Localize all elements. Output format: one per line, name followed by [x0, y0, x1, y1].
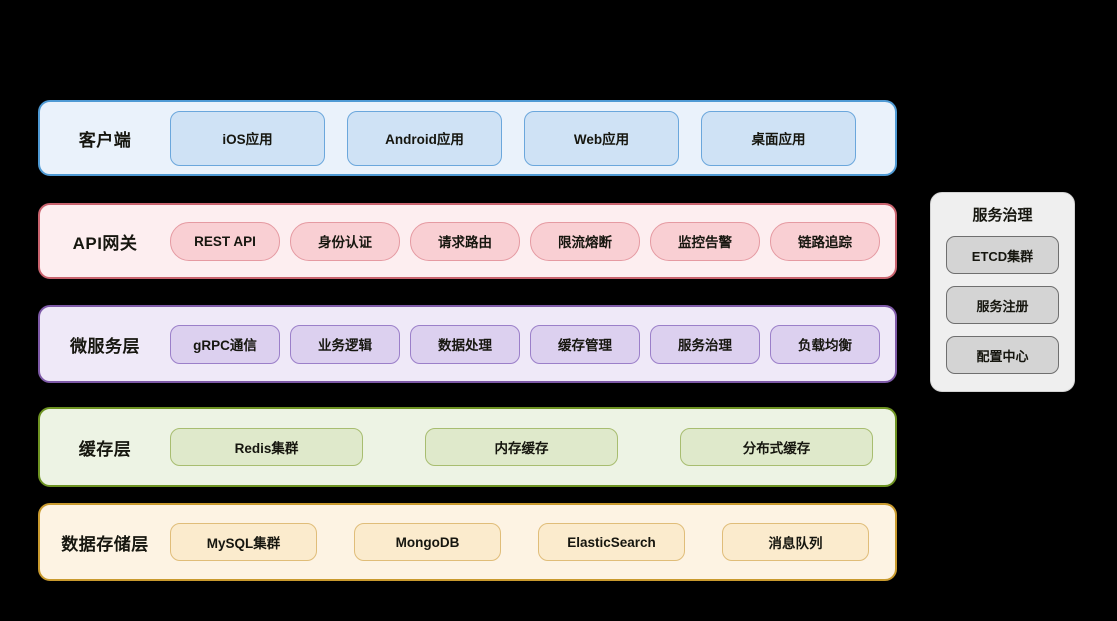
node-config-center[interactable]: 配置中心 [946, 336, 1059, 374]
pill-row-microservice: gRPC通信 业务逻辑 数据处理 缓存管理 服务治理 负载均衡 [170, 324, 895, 364]
layer-api-gateway: API网关 REST API 身份认证 请求路由 限流熔断 监控告警 链路追踪 [38, 203, 897, 279]
pill-row-api-gateway: REST API 身份认证 请求路由 限流熔断 监控告警 链路追踪 [170, 221, 895, 261]
layer-client: 客户端 iOS应用 Android应用 Web应用 桌面应用 [38, 100, 897, 176]
layer-data-storage: 数据存储层 MySQL集群 MongoDB ElasticSearch 消息队列 [38, 503, 897, 581]
node-etcd-cluster[interactable]: ETCD集群 [946, 236, 1059, 274]
node-rate-limit-circuit-breaker[interactable]: 限流熔断 [530, 221, 640, 261]
layer-cache: 缓存层 Redis集群 内存缓存 分布式缓存 [38, 407, 897, 487]
node-request-routing[interactable]: 请求路由 [410, 221, 520, 261]
pill-row-data-storage: MySQL集群 MongoDB ElasticSearch 消息队列 [170, 523, 895, 561]
layer-label-client: 客户端 [78, 130, 132, 150]
node-service-registry[interactable]: 服务注册 [946, 286, 1059, 324]
node-desktop-app[interactable]: 桌面应用 [701, 110, 856, 166]
node-grpc-communication[interactable]: gRPC通信 [170, 324, 280, 364]
panel-title-service-governance: 服务治理 [972, 207, 1033, 224]
layer-label-api-gateway: API网关 [72, 233, 138, 253]
node-redis-cluster[interactable]: Redis集群 [170, 428, 363, 466]
node-memory-cache[interactable]: 内存缓存 [425, 428, 618, 466]
node-service-governance[interactable]: 服务治理 [650, 324, 760, 364]
layer-label-data-storage: 数据存储层 [61, 534, 149, 554]
node-monitoring-alerting[interactable]: 监控告警 [650, 221, 760, 261]
pill-row-cache: Redis集群 内存缓存 分布式缓存 [170, 428, 895, 466]
pill-row-client: iOS应用 Android应用 Web应用 桌面应用 [170, 110, 895, 166]
node-authentication[interactable]: 身份认证 [290, 221, 400, 261]
layer-label-microservice: 微服务层 [70, 336, 140, 356]
node-data-processing[interactable]: 数据处理 [410, 324, 520, 364]
node-rest-api[interactable]: REST API [170, 221, 280, 261]
node-cache-management[interactable]: 缓存管理 [530, 324, 640, 364]
layer-label-cache: 缓存层 [78, 439, 132, 459]
node-web-app[interactable]: Web应用 [524, 110, 679, 166]
node-load-balancing[interactable]: 负载均衡 [770, 324, 880, 364]
node-android-app[interactable]: Android应用 [347, 110, 502, 166]
node-business-logic[interactable]: 业务逻辑 [290, 324, 400, 364]
layer-microservice: 微服务层 gRPC通信 业务逻辑 数据处理 缓存管理 服务治理 负载均衡 [38, 305, 897, 383]
node-elasticsearch[interactable]: ElasticSearch [538, 523, 685, 561]
node-mongodb[interactable]: MongoDB [354, 523, 501, 561]
panel-service-governance: 服务治理 ETCD集群 服务注册 配置中心 [930, 192, 1075, 392]
node-mysql-cluster[interactable]: MySQL集群 [170, 523, 317, 561]
node-distributed-cache[interactable]: 分布式缓存 [680, 428, 873, 466]
node-ios-app[interactable]: iOS应用 [170, 110, 325, 166]
node-tracing[interactable]: 链路追踪 [770, 221, 880, 261]
node-message-queue[interactable]: 消息队列 [722, 523, 869, 561]
